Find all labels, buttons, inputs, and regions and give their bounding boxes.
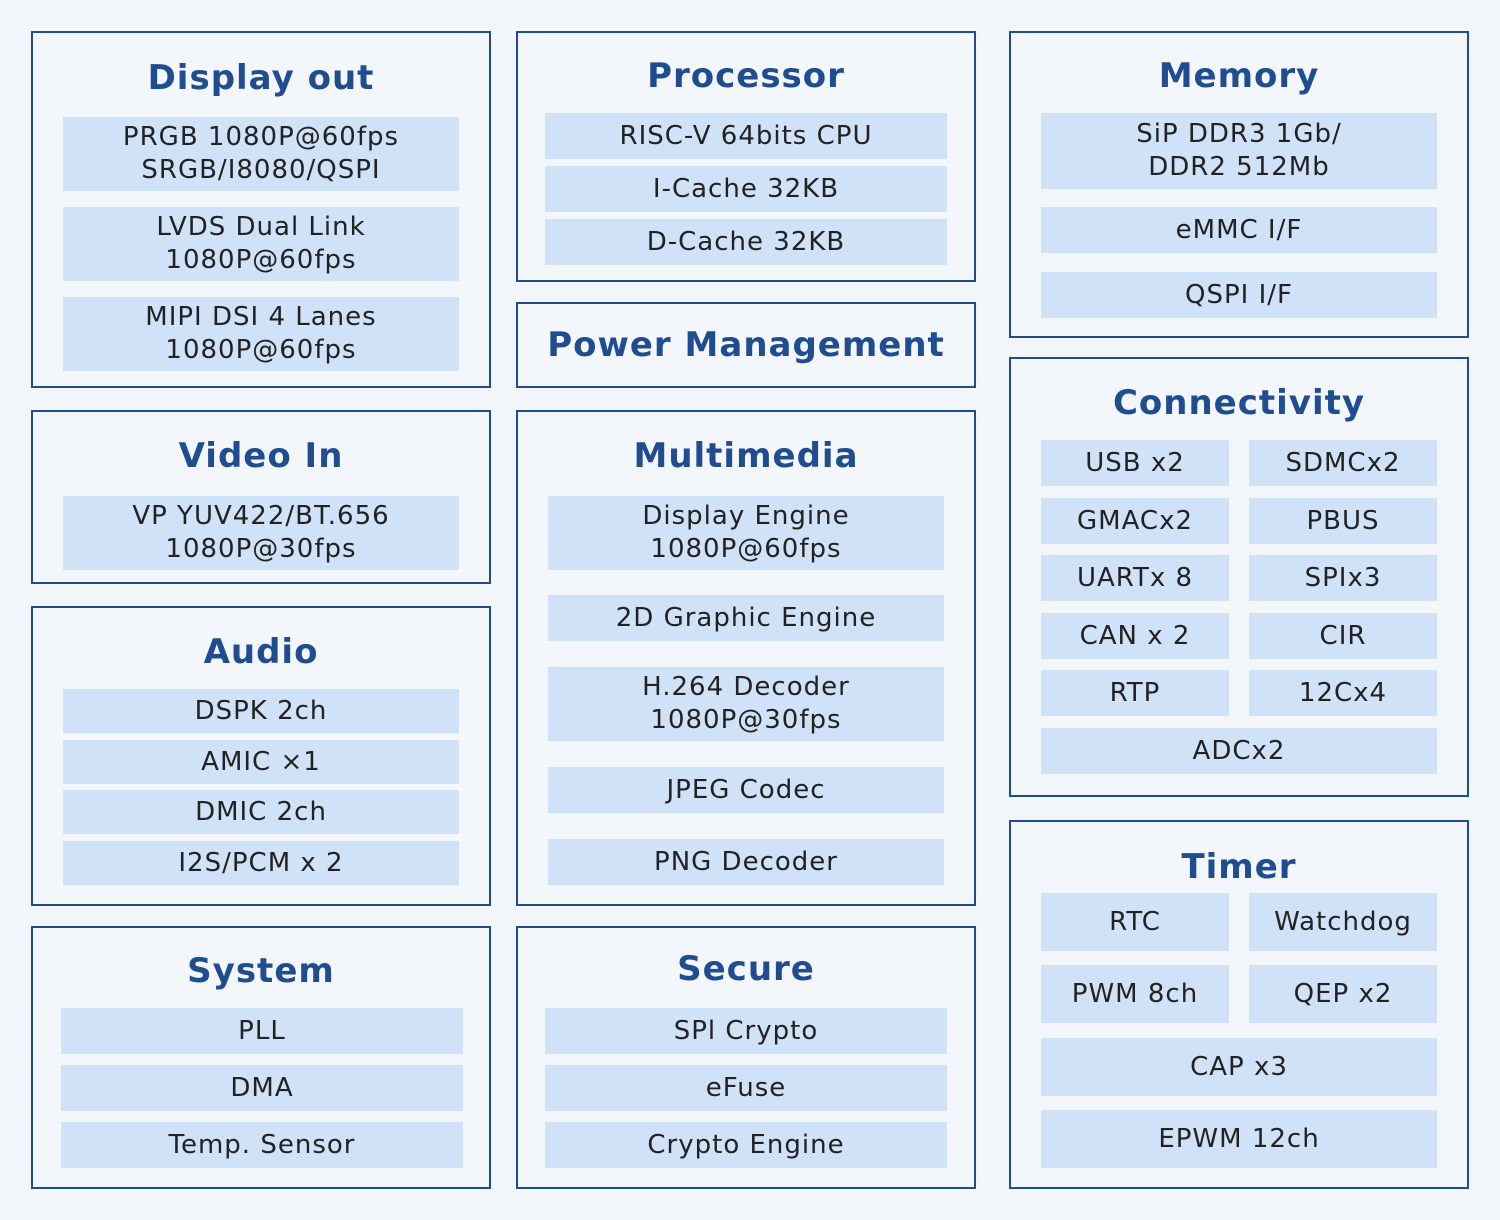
block-jpeg: JPEG Codec bbox=[548, 767, 944, 813]
panel-title: Display out bbox=[147, 58, 375, 98]
block-icache: I-Cache 32KB bbox=[545, 166, 947, 212]
block-display-engine: Display Engine 1080P@60fps bbox=[548, 496, 944, 570]
block-adc: ADCx2 bbox=[1041, 728, 1437, 774]
block-cap: CAP x3 bbox=[1041, 1038, 1437, 1096]
block-dspk: DSPK 2ch bbox=[63, 689, 459, 733]
block-i2s: I2S/PCM x 2 bbox=[63, 841, 459, 885]
block-temp-sensor: Temp. Sensor bbox=[61, 1122, 463, 1168]
block-dma: DMA bbox=[61, 1065, 463, 1111]
block-gmac: GMACx2 bbox=[1041, 498, 1229, 544]
block-sdmc: SDMCx2 bbox=[1249, 440, 1437, 486]
panel-system: System PLL DMA Temp. Sensor bbox=[31, 926, 491, 1189]
block-cpu: RISC-V 64bits CPU bbox=[545, 113, 947, 159]
block-can: CAN x 2 bbox=[1041, 613, 1229, 659]
block-lvds: LVDS Dual Link 1080P@60fps bbox=[63, 207, 459, 281]
block-rtc: RTC bbox=[1041, 893, 1229, 951]
block-emmc: eMMC I/F bbox=[1041, 207, 1437, 253]
panel-memory: Memory SiP DDR3 1Gb/ DDR2 512Mb eMMC I/F… bbox=[1009, 31, 1469, 338]
block-pll: PLL bbox=[61, 1008, 463, 1054]
block-rtp: RTP bbox=[1041, 670, 1229, 716]
panel-display-out: Display out PRGB 1080P@60fps SRGB/I8080/… bbox=[31, 31, 491, 388]
panel-secure: Secure SPl Crypto eFuse Crypto Engine bbox=[516, 926, 976, 1189]
block-crypto-engine: Crypto Engine bbox=[545, 1122, 947, 1168]
block-qep: QEP x2 bbox=[1249, 965, 1437, 1023]
block-dcache: D-Cache 32KB bbox=[545, 219, 947, 265]
panel-title: Audio bbox=[203, 632, 319, 672]
block-png: PNG Decoder bbox=[548, 839, 944, 885]
block-epwm: EPWM 12ch bbox=[1041, 1110, 1437, 1168]
panel-title: Secure bbox=[677, 949, 815, 989]
block-2d-graphic: 2D Graphic Engine bbox=[548, 595, 944, 641]
block-vp-yuv: VP YUV422/BT.656 1080P@30fps bbox=[63, 496, 459, 570]
panel-title: Timer bbox=[1181, 847, 1297, 887]
block-pbus: PBUS bbox=[1249, 498, 1437, 544]
panel-video-in: Video In VP YUV422/BT.656 1080P@30fps bbox=[31, 410, 491, 584]
panel-audio: Audio DSPK 2ch AMIC ×1 DMIC 2ch I2S/PCM … bbox=[31, 606, 491, 906]
block-efuse: eFuse bbox=[545, 1065, 947, 1111]
block-pwm: PWM 8ch bbox=[1041, 965, 1229, 1023]
panel-title: Power Management bbox=[547, 325, 945, 365]
panel-processor: Processor RISC-V 64bits CPU I-Cache 32KB… bbox=[516, 31, 976, 282]
panel-title: Memory bbox=[1158, 56, 1320, 96]
block-watchdog: Watchdog bbox=[1249, 893, 1437, 951]
panel-title: Video In bbox=[178, 436, 344, 476]
panel-title: Processor bbox=[647, 56, 845, 96]
block-qspi: QSPI I/F bbox=[1041, 272, 1437, 318]
block-spl-crypto: SPl Crypto bbox=[545, 1008, 947, 1054]
block-i2c: 12Cx4 bbox=[1249, 670, 1437, 716]
block-amic: AMIC ×1 bbox=[63, 740, 459, 784]
block-spi: SPIx3 bbox=[1249, 555, 1437, 601]
block-ddr: SiP DDR3 1Gb/ DDR2 512Mb bbox=[1041, 113, 1437, 189]
panel-power-management: Power Management bbox=[516, 302, 976, 388]
panel-connectivity: Connectivity USB x2 SDMCx2 GMACx2 PBUS U… bbox=[1009, 357, 1469, 797]
block-prgb: PRGB 1080P@60fps SRGB/I8080/QSPI bbox=[63, 117, 459, 191]
panel-timer: Timer RTC Watchdog PWM 8ch QEP x2 CAP x3… bbox=[1009, 820, 1469, 1189]
panel-multimedia: Multimedia Display Engine 1080P@60fps 2D… bbox=[516, 410, 976, 906]
block-cir: CIR bbox=[1249, 613, 1437, 659]
panel-title: System bbox=[187, 951, 335, 991]
block-dmic: DMIC 2ch bbox=[63, 790, 459, 834]
block-uart: UARTx 8 bbox=[1041, 555, 1229, 601]
block-usb: USB x2 bbox=[1041, 440, 1229, 486]
panel-title: Multimedia bbox=[633, 436, 859, 476]
block-mipi-dsi: MIPI DSI 4 Lanes 1080P@60fps bbox=[63, 297, 459, 371]
block-h264: H.264 Decoder 1080P@30fps bbox=[548, 667, 944, 741]
panel-title: Connectivity bbox=[1112, 383, 1366, 423]
